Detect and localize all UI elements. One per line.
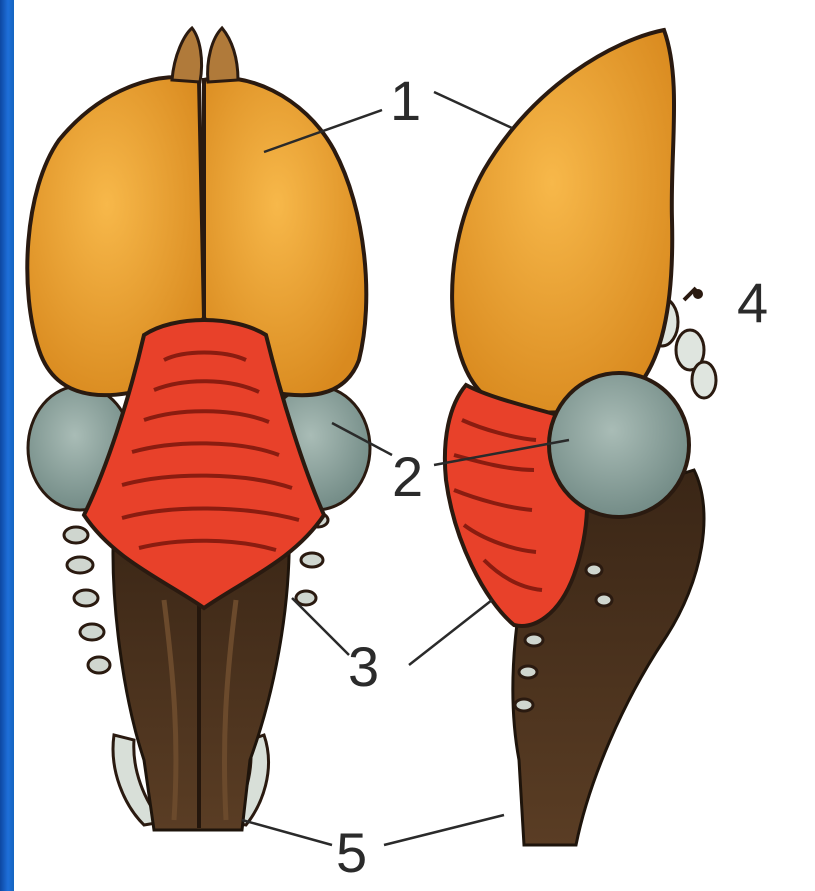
brain-lateral-view	[445, 30, 716, 845]
label-2: 2	[392, 445, 423, 508]
label-4: 4	[737, 271, 768, 334]
label-5: 5	[336, 821, 367, 884]
olfactory-bulb-right	[208, 28, 238, 82]
brain-dorsal-view	[27, 28, 370, 830]
hemisphere-lateral	[452, 30, 674, 413]
brain-diagram: 1 2 3 4 5	[14, 0, 815, 891]
label-3: 3	[348, 635, 379, 698]
label-1: 1	[390, 69, 421, 132]
optic-lobe-lateral	[549, 373, 689, 517]
image-panel: 1 2 3 4 5	[14, 0, 815, 891]
olfactory-bulb-left	[172, 28, 202, 82]
